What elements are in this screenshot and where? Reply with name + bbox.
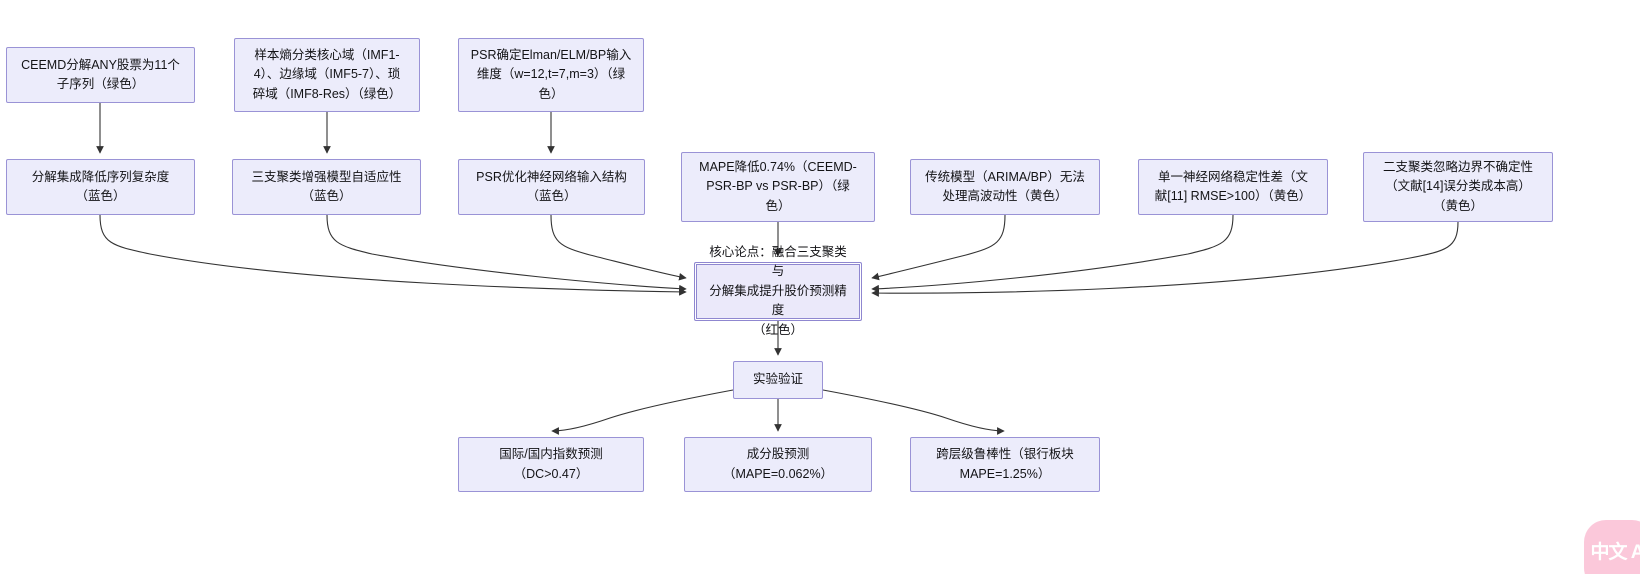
edge-n4-core bbox=[99, 214, 687, 296]
node-reduce-complexity[interactable]: 分解集成降低序列复杂度 （蓝色） bbox=[6, 159, 195, 215]
node-core-thesis[interactable]: 核心论点：融合三支聚类与 分解集成提升股价预测精度 （红色） bbox=[694, 245, 862, 337]
node-label: PSR优化神经网络输入结构 （蓝色） bbox=[476, 169, 627, 203]
node-ceemd-decompose[interactable]: CEEMD分解ANY股票为11个 子序列（绿色） bbox=[6, 47, 195, 103]
node-label: 跨层级鲁棒性（银行板块 MAPE=1.25%） bbox=[936, 447, 1074, 481]
node-label: CEEMD分解ANY股票为11个 子序列（绿色） bbox=[21, 57, 180, 91]
translate-watermark-icon: 中文 A bbox=[1584, 520, 1640, 574]
node-label: 实验验证 bbox=[752, 372, 803, 387]
node-two-way-clustering-boundary[interactable]: 二支聚类忽略边界不确定性 （文献[14]误分类成本高） （黄色） bbox=[1363, 152, 1553, 222]
edge-n5-core bbox=[326, 214, 687, 293]
node-label: 样本熵分类核心域（IMF1- 4）、边缘域（IMF5-7）、琐 碎域（IMF8-… bbox=[252, 47, 402, 101]
node-label: 核心论点：融合三支聚类与 分解集成提升股价预测精度 （红色） bbox=[709, 245, 847, 337]
node-index-forecast[interactable]: 国际/国内指数预测 （DC>0.47） bbox=[458, 437, 644, 492]
edge-n10-core bbox=[871, 221, 1459, 297]
node-cross-level-robustness[interactable]: 跨层级鲁棒性（银行板块 MAPE=1.25%） bbox=[910, 437, 1100, 492]
node-label: 单一神经网络稳定性差（文 献[11] RMSE>100）（黄色） bbox=[1154, 169, 1312, 203]
node-label: 传统模型（ARIMA/BP）无法 处理高波动性（黄色） bbox=[925, 169, 1085, 203]
edge-n8-core bbox=[871, 214, 1006, 281]
edge-n9-core bbox=[871, 214, 1234, 293]
node-single-network-instability[interactable]: 单一神经网络稳定性差（文 献[11] RMSE>100）（黄色） bbox=[1138, 159, 1328, 215]
node-label: MAPE降低0.74%（CEEMD- PSR-BP vs PSR-BP）（绿 色… bbox=[699, 159, 857, 213]
node-label: 国际/国内指数预测 （DC>0.47） bbox=[499, 447, 603, 481]
node-psr-input-dimension[interactable]: PSR确定Elman/ELM/BP输入 维度（w=12,t=7,m=3）（绿 色… bbox=[458, 38, 644, 112]
node-label: 成分股预测 （MAPE=0.062%） bbox=[722, 447, 834, 481]
node-label: 分解集成降低序列复杂度 （蓝色） bbox=[31, 169, 170, 203]
edge-n11-n14 bbox=[822, 389, 1005, 435]
edge-n11-n12 bbox=[551, 389, 734, 435]
watermark-label: 中文 A bbox=[1590, 541, 1640, 563]
node-three-way-clustering-adaptive[interactable]: 三支聚类增强模型自适应性 （蓝色） bbox=[232, 159, 421, 215]
node-label: 三支聚类增强模型自适应性 （蓝色） bbox=[251, 169, 402, 203]
node-psr-optimize-network[interactable]: PSR优化神经网络输入结构 （蓝色） bbox=[458, 159, 645, 215]
edge-n6-core bbox=[550, 214, 687, 281]
node-sample-entropy-classification[interactable]: 样本熵分类核心域（IMF1- 4）、边缘域（IMF5-7）、琐 碎域（IMF8-… bbox=[234, 38, 420, 112]
node-label: PSR确定Elman/ELM/BP输入 维度（w=12,t=7,m=3）（绿 色… bbox=[470, 47, 632, 101]
node-constituent-stock-forecast[interactable]: 成分股预测 （MAPE=0.062%） bbox=[684, 437, 872, 492]
node-label: 二支聚类忽略边界不确定性 （文献[14]误分类成本高） （黄色） bbox=[1382, 159, 1533, 213]
node-mape-reduction[interactable]: MAPE降低0.74%（CEEMD- PSR-BP vs PSR-BP）（绿 色… bbox=[681, 152, 875, 222]
node-traditional-model-limitation[interactable]: 传统模型（ARIMA/BP）无法 处理高波动性（黄色） bbox=[910, 159, 1100, 215]
node-experiment-validation[interactable]: 实验验证 bbox=[733, 361, 823, 399]
